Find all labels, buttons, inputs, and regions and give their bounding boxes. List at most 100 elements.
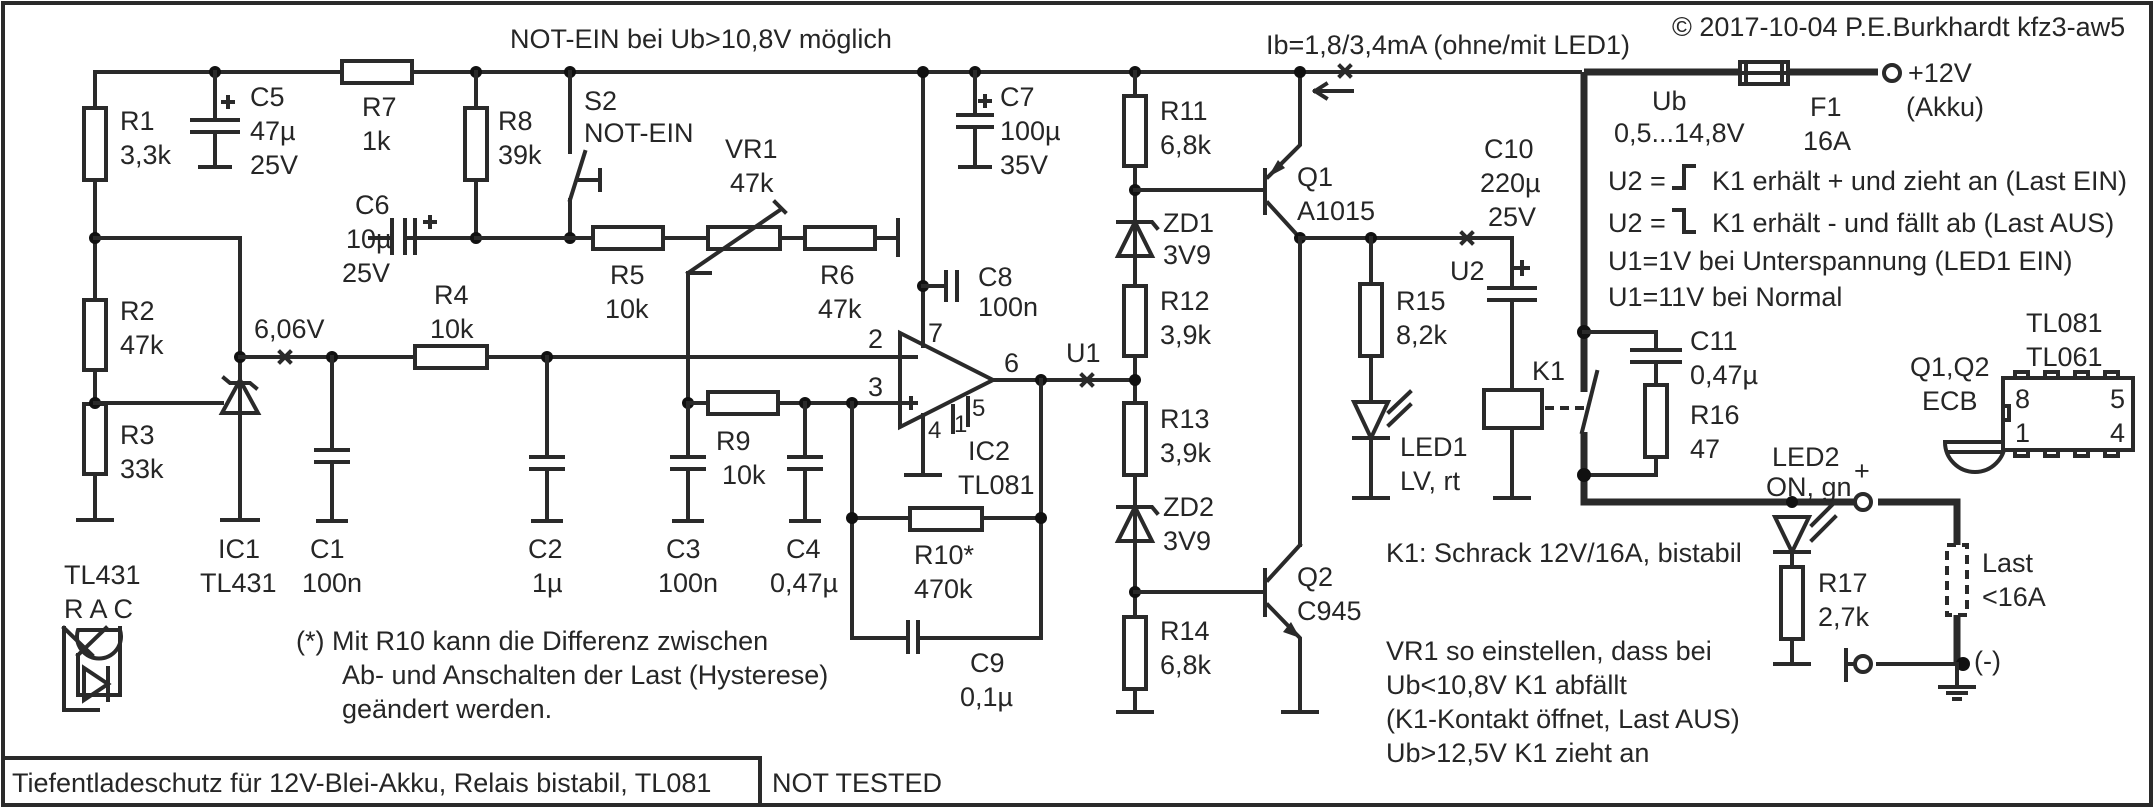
schematic-title: Tiefentladeschutz für 12V-Blei-Akku, Rel… (12, 768, 711, 798)
transistor-Q1 (1133, 70, 1354, 241)
value-C3: 100n (658, 568, 718, 598)
note-u1-normal: U1=11V bei Normal (1608, 282, 1842, 312)
label-LED1: LED1 (1400, 432, 1468, 462)
label-LED2: LED2 (1772, 442, 1840, 472)
dip-title2: TL061 (2026, 342, 2103, 372)
junction (1577, 468, 1591, 482)
zener-ZD1 (1114, 217, 1160, 258)
junction (1035, 512, 1047, 524)
label-ZD2: ZD2 (1163, 492, 1214, 522)
label-R3: R3 (120, 420, 155, 450)
label-F1: F1 (1810, 92, 1842, 122)
wire (474, 218, 900, 257)
transistor-pinout-title: Q1,Q2 (1910, 352, 1990, 382)
value-ZD1: 3V9 (1163, 240, 1211, 270)
label-VR1: VR1 (725, 134, 778, 164)
label-C7: C7 (1000, 82, 1035, 112)
terminal-plus12 (1882, 63, 1902, 83)
pin-4: 4 (928, 417, 941, 444)
value-LED2: ON, gn (1766, 472, 1852, 502)
value-R16: 47 (1690, 434, 1720, 464)
led-LED2 (1771, 499, 1838, 666)
junction (1294, 66, 1306, 78)
label-Q2: Q2 (1297, 562, 1333, 592)
label-R2: R2 (120, 296, 155, 326)
ground (1116, 687, 1154, 714)
value-IC1: TL431 (200, 568, 277, 598)
label-R14: R14 (1160, 616, 1210, 646)
resistor-R1 (82, 106, 108, 182)
node-u1: U1 (1066, 338, 1101, 368)
label-R13: R13 (1160, 404, 1210, 434)
tl431-pinout-pins: R A C (64, 594, 133, 624)
junction (1786, 496, 1798, 508)
node-ub: Ub (1652, 86, 1687, 116)
label-C2: C2 (528, 534, 563, 564)
value-R3: 33k (120, 454, 164, 484)
capacitor-C4 (787, 401, 823, 523)
capacitor-C6 (368, 215, 478, 255)
value-R7: 1k (362, 126, 391, 156)
label-C10: C10 (1484, 134, 1534, 164)
capacitor-C8 (921, 270, 959, 302)
note-u1-low: U1=1V bei Unterspannung (LED1 EIN) (1608, 246, 2073, 276)
label-R15: R15 (1396, 286, 1446, 316)
value-C5: 47µ (250, 116, 296, 146)
copyright: © 2017-10-04 P.E.Burkhardt kfz3-aw5 (1672, 12, 2125, 42)
switch-S2 (564, 66, 602, 240)
label-R17: R17 (1818, 568, 1868, 598)
note-vr1-line: Ub<10,8V K1 abfällt (1386, 670, 1627, 700)
label-R1: R1 (120, 106, 155, 136)
falling-edge-icon (1672, 208, 1696, 234)
feedback-network (850, 378, 1043, 654)
value-C6: 10µ (346, 224, 392, 254)
value-R2: 47k (120, 330, 164, 360)
note-u2-rise: K1 erhält + und zieht an (Last EIN) (1712, 166, 2127, 196)
led-LED1 (1350, 389, 1413, 443)
test-status: NOT TESTED (772, 768, 942, 798)
dip-pin4: 4 (2110, 418, 2125, 448)
dip-pin8: 8 (2015, 384, 2030, 414)
transistor-Q2 (1133, 542, 1319, 714)
value-R13: 3,9k (1160, 438, 1212, 468)
capacitor-C1 (314, 355, 350, 523)
value-C4: 0,47µ (770, 568, 838, 598)
resistor-R4 (413, 344, 489, 370)
pin-6: 6 (1004, 348, 1019, 378)
value-Q2: C945 (1297, 596, 1362, 626)
note-u2-fall-prefix: U2 = (1608, 208, 1666, 238)
junction (1956, 657, 1970, 671)
voltage-C6: 25V (342, 258, 390, 288)
label-R9: R9 (716, 426, 751, 456)
note-vr1-line: Ub>12,5V K1 zieht an (1386, 738, 1649, 768)
value-R14: 6,8k (1160, 650, 1212, 680)
label-IC2: IC2 (968, 436, 1010, 466)
value-C1: 100n (302, 568, 362, 598)
value-R1: 3,3k (120, 140, 172, 170)
label-R8: R8 (498, 106, 533, 136)
note-u2-rise-prefix: U2 = (1608, 166, 1666, 196)
test-point-u2 (1459, 230, 1475, 246)
relay-contact (1579, 369, 1600, 435)
value-S2: NOT-EIN (584, 118, 694, 148)
capacitor-C7 (956, 66, 994, 169)
label-ZD1: ZD1 (1163, 208, 1214, 238)
node-v606: 6,06V (254, 314, 325, 344)
resistor-R6 (803, 225, 877, 251)
value-R17: 2,7k (1818, 602, 1870, 632)
dip-pin1: 1 (2015, 418, 2030, 448)
load (1945, 543, 1969, 617)
value-LED1: LV, rt (1400, 466, 1461, 496)
value-IC2: TL081 (958, 470, 1035, 500)
value-R12: 3,9k (1160, 320, 1212, 350)
potentiometer-VR1 (706, 225, 782, 251)
note-u2-fall: K1 erhält - und fällt ab (Last AUS) (1712, 208, 2114, 238)
pin-2: 2 (868, 324, 883, 354)
value-R5: 10k (605, 294, 649, 324)
note-vr1-line: (K1-Kontakt öffnet, Last AUS) (1386, 704, 1740, 734)
resistor-R14 (1122, 615, 1148, 691)
terminal-minus (1853, 654, 1873, 674)
note-not-ein: NOT-EIN bei Ub>10,8V möglich (510, 24, 892, 54)
resistor-R16 (1643, 383, 1669, 459)
